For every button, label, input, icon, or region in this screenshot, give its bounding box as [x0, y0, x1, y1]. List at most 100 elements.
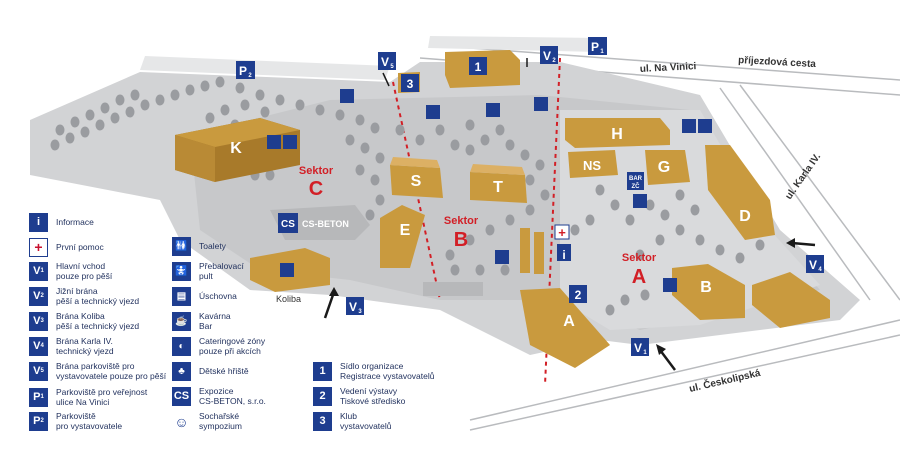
tree: [155, 94, 165, 106]
tree: [55, 124, 65, 136]
tree: [625, 214, 635, 226]
building-label-h: H: [611, 126, 623, 143]
tree: [465, 144, 475, 156]
tree: [360, 142, 370, 154]
tree: [335, 109, 345, 121]
svg-text:2: 2: [248, 73, 252, 79]
tree: [315, 104, 325, 116]
tree: [100, 102, 110, 114]
cloakroom-icon: ▤: [172, 287, 191, 306]
tree: [675, 224, 685, 236]
tree: [660, 209, 670, 221]
badge-1: 1: [469, 57, 487, 75]
svg-text:1: 1: [600, 49, 604, 55]
tree: [95, 119, 105, 131]
cs-beton-label: CS-BETON: [302, 219, 349, 229]
svg-text:P: P: [591, 40, 599, 54]
legend-label: Toalety: [199, 240, 226, 251]
legend-badge-icon: 2: [313, 387, 332, 407]
tree: [200, 80, 210, 92]
legend-item: ♣Dětské hřiště: [172, 362, 249, 381]
building-label-t: T: [493, 179, 503, 196]
tree: [450, 139, 460, 151]
tree: [140, 99, 150, 111]
building-k: [175, 118, 300, 182]
tree: [520, 149, 530, 161]
svg-text:1: 1: [475, 60, 482, 74]
tree: [475, 264, 485, 276]
tree: [540, 189, 550, 201]
cafe-icon: [633, 194, 647, 208]
street-prijezdova: příjezdová cesta: [738, 55, 817, 70]
svg-text:+: +: [558, 225, 566, 240]
tree: [635, 249, 645, 261]
cs-beton-short: CS: [281, 219, 295, 230]
tree: [690, 204, 700, 216]
svg-text:V: V: [543, 49, 551, 63]
tree: [370, 174, 380, 186]
building-label-k: K: [230, 140, 242, 157]
tree: [645, 199, 655, 211]
tree: [70, 116, 80, 128]
svg-text:1: 1: [643, 350, 647, 356]
building-s: [390, 157, 443, 198]
tree: [275, 94, 285, 106]
badge-v1: V 1: [631, 338, 649, 356]
map-service-icons: + i: [267, 89, 712, 292]
tree: [370, 122, 380, 134]
tree: [755, 239, 765, 251]
svg-text:V: V: [381, 55, 389, 69]
badge-3: 3: [401, 74, 419, 92]
tree: [570, 224, 580, 236]
tent-b-row: [423, 228, 544, 296]
tree: [130, 89, 140, 101]
tree: [535, 159, 545, 171]
legend-label: Informace: [56, 216, 94, 227]
building-label-s: S: [411, 173, 422, 190]
tree: [220, 104, 230, 116]
tree: [505, 139, 515, 151]
building-label-d: D: [739, 208, 751, 225]
entry-arrows: [323, 58, 816, 371]
changing-table-icon: 🚼: [172, 262, 191, 282]
tree: [480, 134, 490, 146]
svg-text:V: V: [634, 341, 642, 355]
toilet-icon: [534, 97, 548, 111]
tree: [255, 89, 265, 101]
sculpture-icon: ☺: [174, 413, 189, 430]
building-label-a: A: [563, 313, 575, 330]
east-zone: [560, 110, 820, 330]
building-h: [565, 118, 670, 148]
tree: [640, 289, 650, 301]
tree: [525, 204, 535, 216]
svg-text:3: 3: [407, 77, 414, 91]
legend-label: Brána Karla IV.technický vjezd: [56, 336, 114, 356]
toilet-icon: [267, 135, 281, 149]
tree: [445, 249, 455, 261]
tree: [110, 112, 120, 124]
catering-icon: [495, 250, 509, 264]
badge-v5: V 5: [378, 52, 396, 70]
tree: [435, 124, 445, 136]
badge-2: 2: [569, 285, 587, 303]
